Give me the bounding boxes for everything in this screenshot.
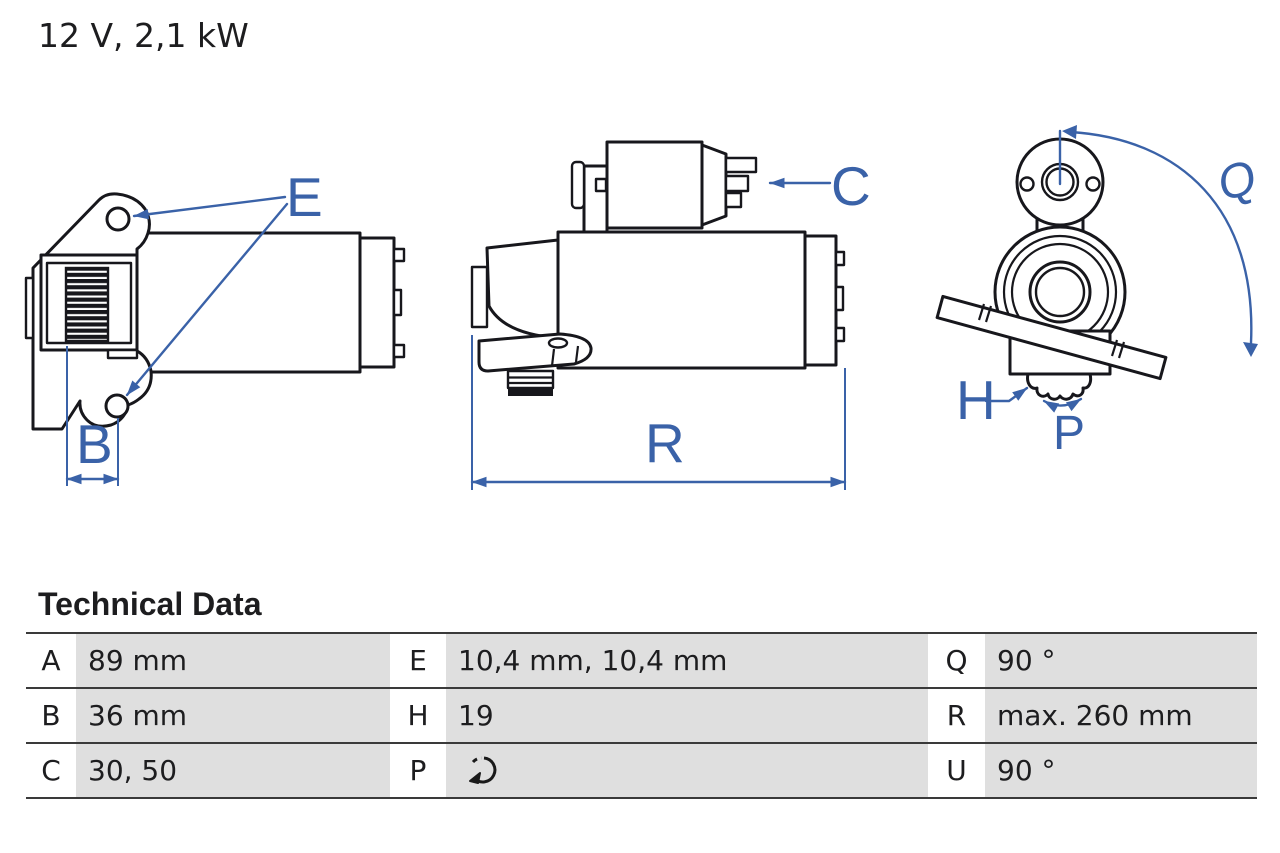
angle-q-arrowhead-bottom — [1243, 342, 1258, 357]
dimension-h-leader — [984, 386, 1029, 403]
mounting-hole-bottom — [104, 393, 130, 419]
label-q: Q — [1212, 151, 1262, 212]
spec-value-q: 90 ° — [985, 634, 1257, 687]
spec-label-p: P — [390, 744, 446, 797]
front-view-drawing — [935, 137, 1168, 401]
spec-label-e: E — [390, 634, 446, 687]
label-c: C — [831, 155, 871, 217]
rotation-direction-icon — [469, 755, 497, 784]
dimension-e-leader-bottom — [125, 202, 289, 397]
label-e: E — [286, 166, 323, 228]
spec-value-p — [446, 744, 928, 797]
side-view-annotations: C R — [470, 155, 871, 490]
angle-q-arc — [1069, 130, 1253, 345]
table-row: C 30, 50 P U 90 ° — [26, 744, 1257, 799]
pinion-gear — [1026, 372, 1093, 401]
rear-view-annotations: E B — [65, 166, 323, 486]
spec-label-u: U — [928, 744, 985, 797]
front-view-annotations: Q H P — [956, 125, 1262, 460]
spec-label-r: R — [928, 689, 985, 742]
technical-data-table: A 89 mm E 10,4 mm, 10,4 mm Q 90 ° B 36 m… — [26, 632, 1257, 799]
angle-q-arrowhead-top — [1062, 125, 1077, 139]
solenoid-terminal — [724, 156, 758, 174]
mounting-bracket — [477, 332, 593, 373]
product-spec-title: 12 V, 2,1 kW — [38, 16, 249, 55]
solenoid — [605, 140, 704, 230]
solenoid-terminal — [724, 191, 743, 209]
table-row: A 89 mm E 10,4 mm, 10,4 mm Q 90 ° — [26, 634, 1257, 689]
motor-body — [556, 230, 807, 370]
drive-housing — [485, 238, 560, 340]
label-h: H — [956, 369, 996, 431]
spec-label-a: A — [26, 634, 76, 687]
label-b: B — [76, 413, 113, 475]
spec-value-a: 89 mm — [76, 634, 390, 687]
solenoid-terminal — [724, 174, 750, 193]
label-r: R — [645, 412, 685, 474]
spec-value-e: 10,4 mm, 10,4 mm — [446, 634, 928, 687]
spec-value-c: 30, 50 — [76, 744, 390, 797]
support-bar — [935, 294, 1168, 381]
spec-value-b: 36 mm — [76, 689, 390, 742]
side-view-drawing — [470, 140, 846, 396]
dimension-e-leader-top — [132, 195, 287, 220]
starter-motor-drawings: E B — [24, 125, 1262, 490]
spec-value-r: max. 260 mm — [985, 689, 1257, 742]
rear-view-drawing — [24, 192, 406, 431]
spec-label-c: C — [26, 744, 76, 797]
spec-label-q: Q — [928, 634, 985, 687]
spec-value-h: 19 — [446, 689, 928, 742]
table-row: B 36 mm H 19 R max. 260 mm — [26, 689, 1257, 744]
spec-value-u: 90 ° — [985, 744, 1257, 797]
label-p: P — [1053, 407, 1085, 460]
table-heading: Technical Data — [38, 586, 262, 622]
spec-label-b: B — [26, 689, 76, 742]
mounting-hole-top — [105, 206, 131, 232]
spec-label-h: H — [390, 689, 446, 742]
rotation-p-arrow — [1042, 397, 1083, 413]
